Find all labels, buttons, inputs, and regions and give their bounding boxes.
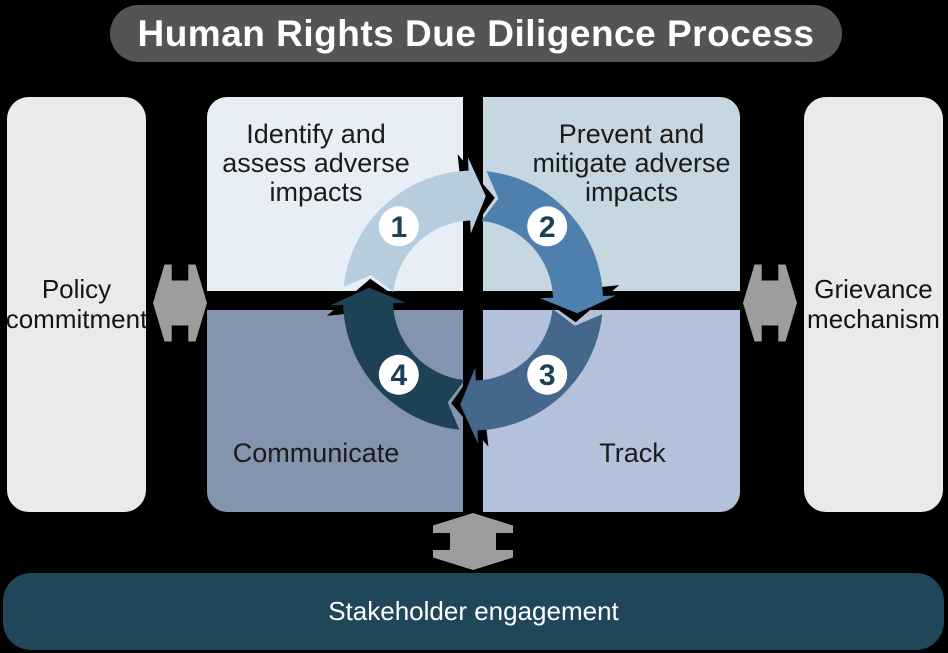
title-banner: Human Rights Due Diligence Process	[110, 5, 842, 62]
quadrant-prevent: Prevent and mitigate adverse impacts	[483, 97, 740, 291]
connector-arrow-left	[153, 264, 207, 342]
quadrant-identify: Identify and assess adverse impacts	[207, 97, 463, 291]
quadrant-communicate: Communicate	[207, 310, 463, 512]
connector-arrow-right	[743, 264, 797, 342]
quadrant-track-label: Track	[599, 438, 666, 469]
policy-commitment-box: Policy commitment	[5, 97, 148, 512]
policy-commitment-label: Policy commitment	[5, 274, 148, 334]
quadrant-prevent-label: Prevent and mitigate adverse impacts	[532, 119, 731, 207]
grievance-mechanism-label: Grievance mechanism	[807, 274, 940, 334]
stakeholder-engagement-bar: Stakeholder engagement	[3, 573, 944, 650]
title-text: Human Rights Due Diligence Process	[137, 12, 815, 54]
quadrant-track: Track	[483, 310, 740, 512]
grievance-mechanism-box: Grievance mechanism	[804, 97, 943, 512]
stakeholder-engagement-label: Stakeholder engagement	[328, 596, 619, 626]
quadrant-identify-label: Identify and assess adverse impacts	[222, 119, 410, 207]
connector-arrow-bottom	[433, 513, 513, 570]
quadrant-communicate-label: Communicate	[232, 438, 400, 469]
